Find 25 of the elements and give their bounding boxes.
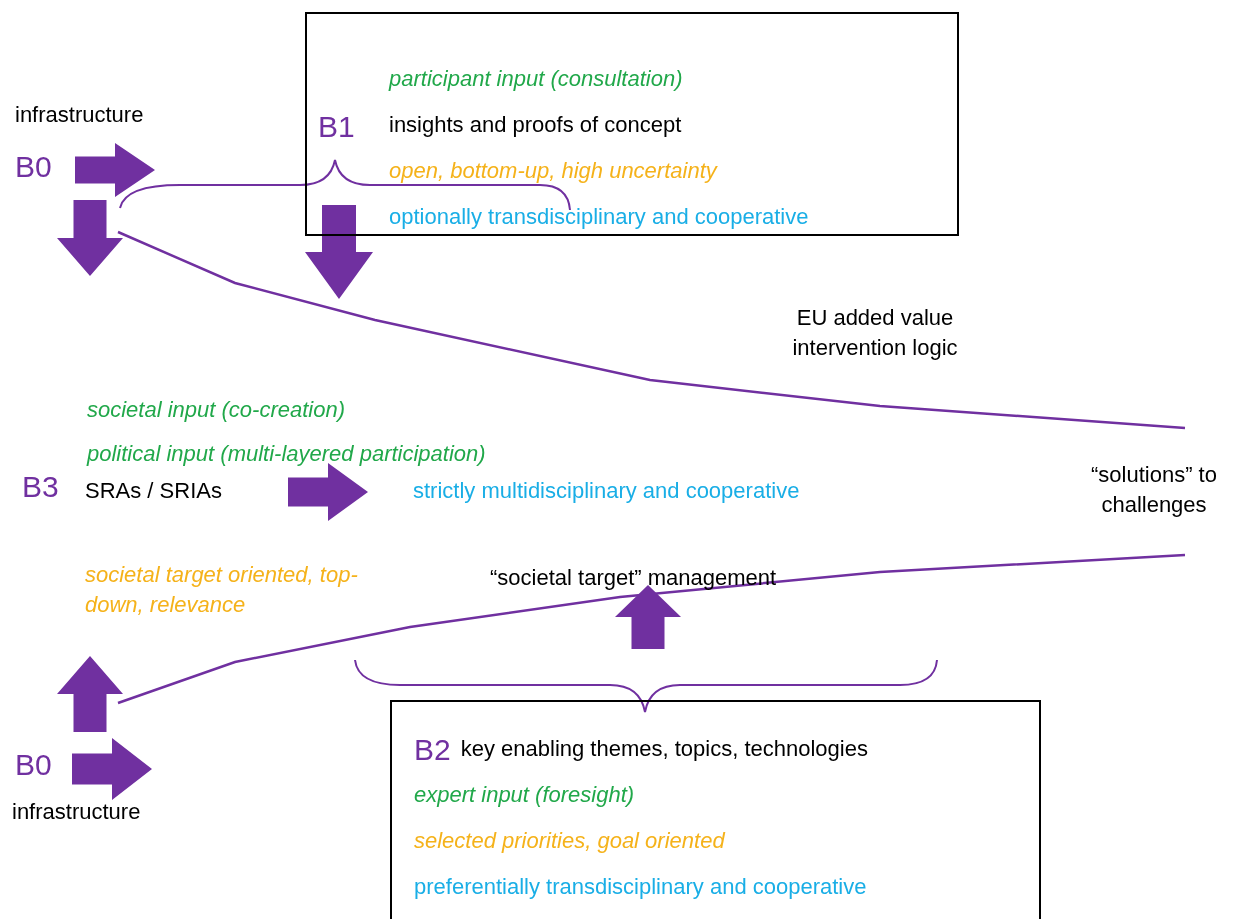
box-text: preferentially transdisciplinary and cooperative — [414, 873, 868, 901]
text-label: “societal target” management — [490, 564, 778, 592]
box-text: insights and proofs of concept — [389, 111, 683, 139]
text-label: political input (multi-layered participation) — [87, 440, 487, 468]
text-label: societal target oriented, top-down, relevance — [85, 561, 359, 619]
section-label: B2 — [414, 735, 451, 765]
box-text: optionally transdisciplinary and cooperative — [389, 203, 810, 231]
box-text: selected priorities, goal oriented — [414, 827, 727, 855]
box-text: expert input (foresight) — [414, 781, 636, 809]
box-text: participant input (consultation) — [389, 65, 684, 93]
section-label: B0 — [15, 152, 53, 182]
box-text: open, bottom-up, high uncertainty — [389, 157, 719, 185]
text-label: “solutions” to challenges — [1090, 461, 1218, 519]
text-label: infrastructure — [15, 101, 145, 129]
text-label: strictly multidisciplinary and cooperative — [413, 477, 801, 505]
section-label: B1 — [318, 112, 356, 142]
text-label: infrastructure — [12, 798, 142, 826]
text-box — [305, 12, 959, 236]
text-box — [390, 700, 1041, 919]
text-label: EU added value intervention logic — [791, 304, 959, 362]
text-label: societal input (co-creation) — [87, 396, 346, 424]
text-label: SRAs / SRIAs — [85, 477, 223, 505]
section-label: B0 — [15, 750, 53, 780]
section-label: B3 — [22, 472, 60, 502]
box-heading: key enabling themes, topics, technologies — [460, 735, 868, 763]
